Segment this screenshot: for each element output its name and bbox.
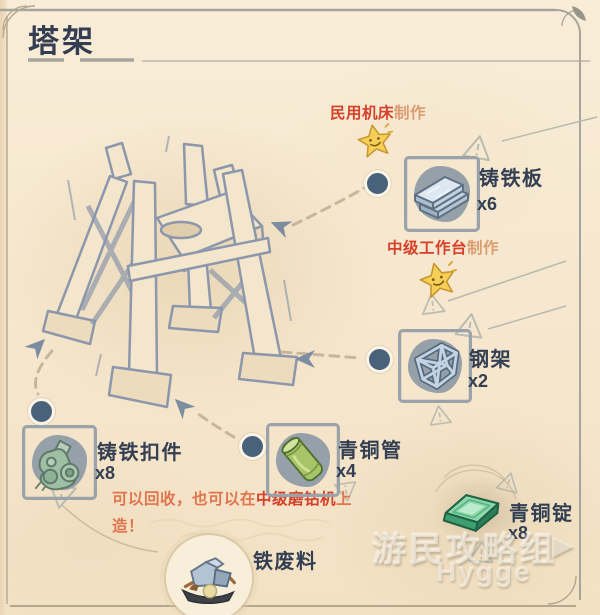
item-name: 青铜锭 (509, 503, 574, 525)
link-dot-steel-frame[interactable] (366, 346, 393, 373)
caption-station-name: 中级工作台 (387, 240, 468, 257)
caption-civilian-machine: 民用机床制作 (330, 101, 426, 123)
item-name: 青铜管 (338, 440, 403, 462)
tower-sketch (41, 135, 299, 409)
item-name: 钢架 (469, 349, 512, 371)
cast-iron-plate-icon (414, 176, 469, 219)
caption-craft-suffix: 制作 (394, 105, 427, 122)
watermark-text: 游民攻略组 (372, 531, 557, 569)
item-frame-cast-iron-plate[interactable] (404, 156, 480, 232)
page-edge-left (0, 0, 7, 615)
bronze-pipe-icon (281, 437, 323, 482)
watermark-subtext: Hygge (436, 556, 532, 587)
iron-scrap-circle[interactable] (166, 535, 252, 615)
item-frame-cast-iron-fastener[interactable] (22, 425, 97, 500)
item-name: 铁废料 (253, 551, 318, 573)
steel-frame-icon (414, 342, 460, 390)
note-text: 可以回收，也可以在 (112, 491, 257, 508)
star-icon (357, 122, 394, 158)
watermark-arrow-icon: ▶ (552, 529, 574, 560)
dart-arrow-icons (24, 221, 315, 420)
bronze-ingot-icon[interactable] (441, 487, 503, 537)
item-count: x4 (336, 461, 357, 481)
item-frame-steel-frame[interactable] (398, 329, 472, 403)
link-dot-cast-iron-fastener[interactable] (28, 398, 55, 425)
note-text: 上造！ (112, 491, 353, 535)
item-frame-bronze-pipe[interactable] (266, 423, 340, 497)
link-dot-cast-iron-plate[interactable] (364, 170, 391, 197)
item-count: x8 (508, 523, 529, 543)
item-name: 铸铁板 (479, 168, 544, 190)
cast-iron-fastener-icon (34, 439, 79, 491)
caption-craft-suffix: 制作 (467, 240, 500, 257)
item-count: x8 (95, 463, 116, 483)
page-title: 塔架 (28, 24, 96, 59)
item-count: x2 (468, 371, 489, 391)
star-icon (419, 261, 457, 299)
item-count: x6 (477, 194, 498, 214)
item-name: 铸铁扣件 (97, 442, 183, 464)
caption-station-name: 民用机床 (330, 105, 395, 122)
iron-scrap-icon (181, 557, 237, 604)
link-dot-bronze-pipe[interactable] (239, 433, 266, 460)
caption-intermediate-workbench: 中级工作台制作 (387, 236, 499, 258)
